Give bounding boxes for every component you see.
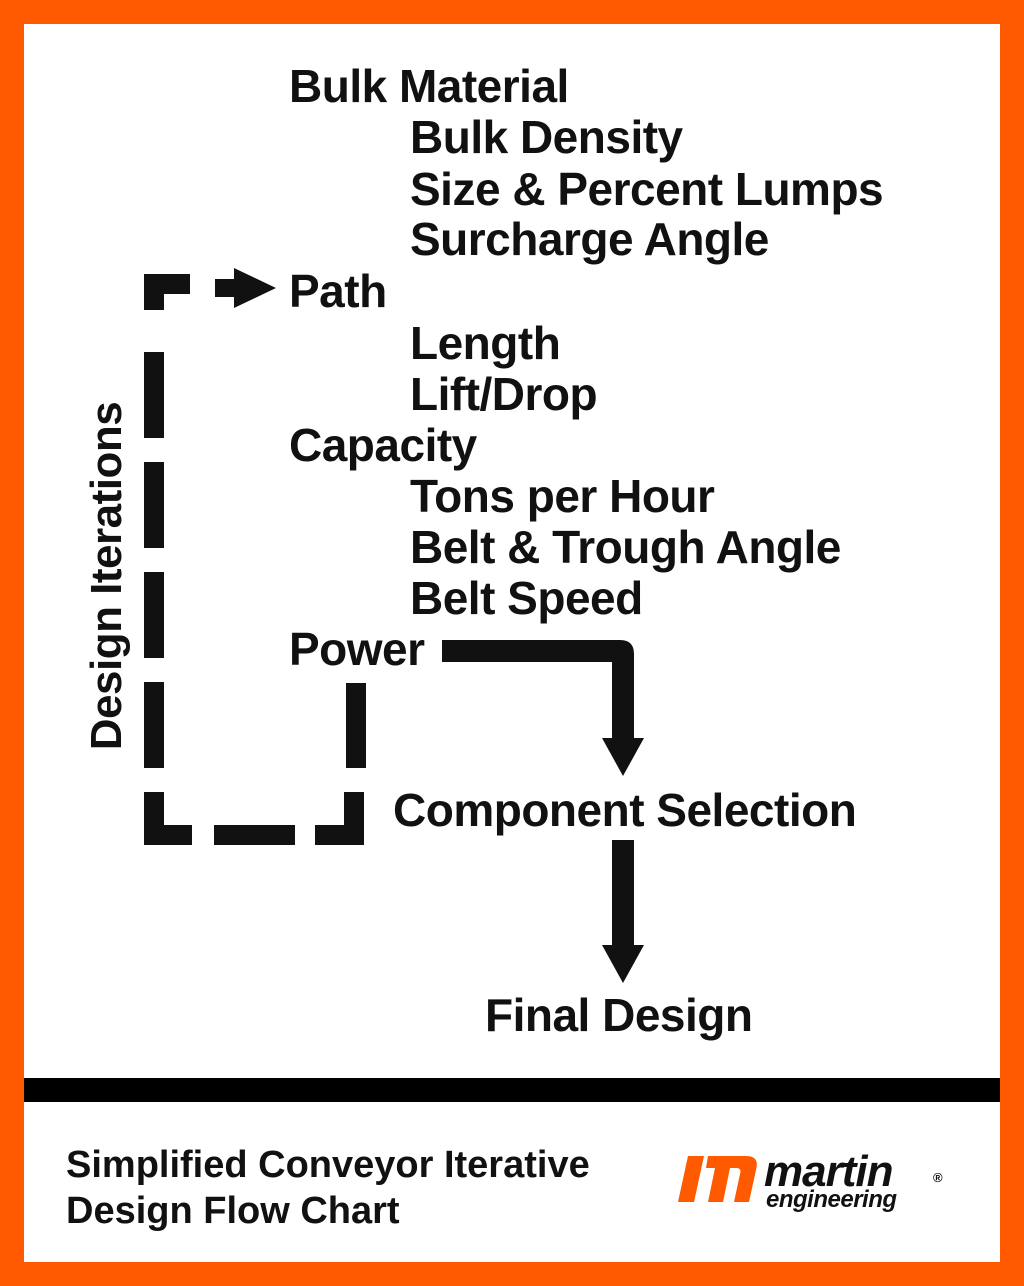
martin-logo-mark-icon [678,1156,757,1202]
node-belt-trough-angle: Belt & Trough Angle [410,521,841,573]
loop-bottom-right-corner [315,792,364,845]
node-path: Path [289,265,387,317]
node-surcharge-angle: Surcharge Angle [410,213,769,265]
caption-line-1: Simplified Conveyor Iterative [66,1144,590,1186]
registered-mark: ® [933,1170,943,1185]
node-size-lumps: Size & Percent Lumps [410,163,884,215]
node-bulk-material: Bulk Material [289,60,569,112]
path-arrow [215,268,276,308]
node-tons-per-hour: Tons per Hour [410,470,715,522]
iteration-loop [144,274,366,845]
caption-divider [24,1078,1000,1102]
node-capacity: Capacity [289,419,477,471]
node-lift-drop: Lift/Drop [410,368,598,420]
logo-subtitle: engineering [766,1186,897,1213]
figure-caption: Simplified Conveyor Iterative Design Flo… [66,1142,590,1234]
node-bulk-density: Bulk Density [410,111,683,163]
component-to-final-arrow [602,840,644,983]
power-to-component-arrow [442,640,644,776]
logo-wordmark: martin [764,1147,893,1196]
node-length: Length [410,317,561,369]
node-power: Power [289,623,425,675]
loop-bottom-left-corner [144,792,192,845]
node-belt-speed: Belt Speed [410,572,643,624]
node-component-selection: Component Selection [393,784,857,836]
loop-top-corner [144,274,190,310]
node-final-design: Final Design [485,989,753,1041]
caption-line-2: Design Flow Chart [66,1190,400,1232]
